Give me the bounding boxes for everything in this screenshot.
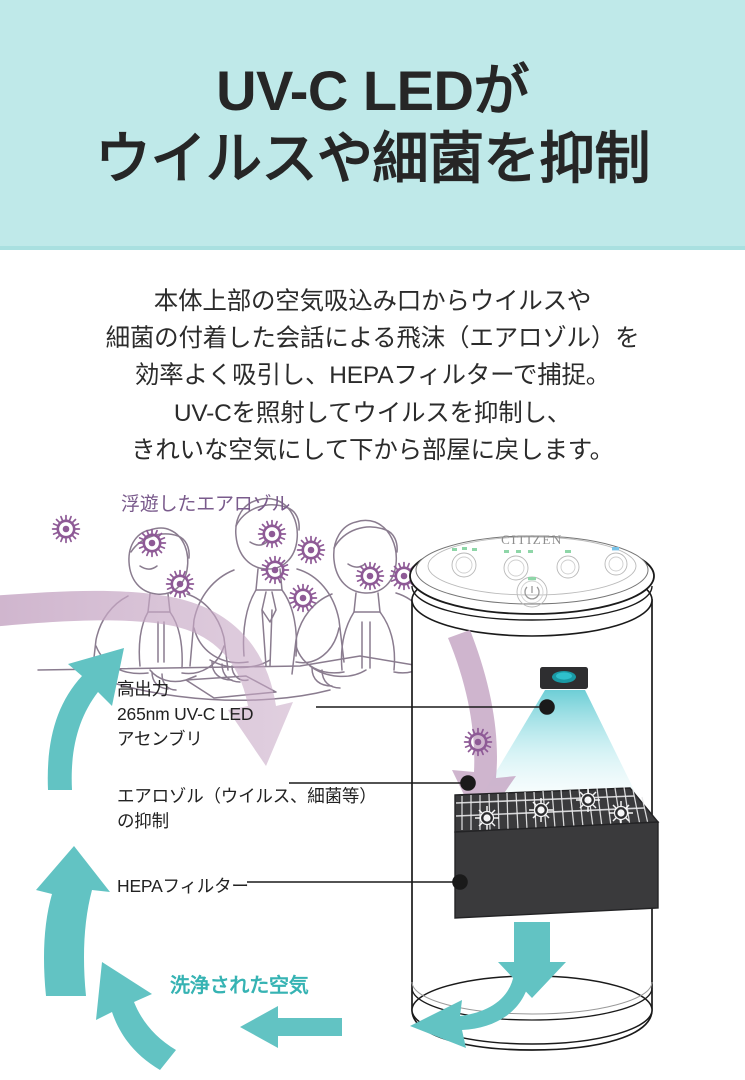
intro-line-5: きれいな空気にして下から部屋に戻します。 [131,436,614,464]
intro-paragraph: 本体上部の空気吸込み口からウイルスや 細菌の付着した会話による飛沫（エアロゾル）… [0,283,745,469]
uvc-light-cone [478,690,640,802]
panel-button-fan-speed [503,555,529,581]
device-brand-text: CITIZEN [501,532,563,547]
panel-button-mode [451,552,477,578]
page-title-line-2: ウイルスや細菌を抑制 [95,127,651,190]
label-aerosol-line-1: エアロゾル（ウイルス、細菌等） [117,786,377,806]
label-hepa-filter: HEPAフィルター [117,876,249,896]
intro-line-4: UV-Cを照射してウイルスを抑制し、 [173,399,572,427]
aerosol-intake-arrow [0,590,293,766]
diagram-illustration: CITIZEN [0,470,745,1080]
label-floating-aerosol: 浮遊したエアロゾル [121,494,291,515]
hepa-filter-unit [454,786,660,919]
uvc-led-assembly [540,667,588,689]
panel-button-light [556,555,580,579]
header-banner: UV-C LEDが ウイルスや細菌を抑制 [0,0,745,250]
virus-particle-inside [463,727,493,757]
air-purifier-device: CITIZEN [409,532,660,1051]
label-aerosol-suppression: エアロゾル（ウイルス、細菌等） の抑制 [117,784,377,834]
label-aerosol-line-2: の抑制 [117,810,169,831]
intro-line-3: 効率よく吸引し、HEPAフィルターで捕捉。 [134,362,611,390]
panel-indicator-lamps [452,547,619,581]
label-uvc-led-line-1: 高出力 [117,679,169,699]
label-uvc-led-line-3: アセンブリ [117,728,203,749]
air-circulation-arrows [36,648,342,1070]
panel-button-timer [604,552,628,576]
page-title-line-1: UV-C LEDが [216,58,529,122]
label-uvc-led-line-2: 265nm UV-C LED [117,703,254,724]
page-title: UV-C LEDが ウイルスや細菌を抑制 [95,57,651,194]
callout-leader-lines [247,699,555,890]
control-panel [451,547,628,608]
header-divider [0,246,745,250]
clean-air-outflow-arrows [410,922,566,1048]
label-clean-air: 洗浄された空気 [170,975,309,997]
intro-line-2: 細菌の付着した会話による飛沫（エアロゾル）を [105,325,640,353]
label-uvc-led-assembly: 高出力 265nm UV-C LED アセンブリ [117,677,253,752]
uvc-emission-markers [475,788,633,830]
intro-line-1: 本体上部の空気吸込み口からウイルスや [153,288,592,315]
